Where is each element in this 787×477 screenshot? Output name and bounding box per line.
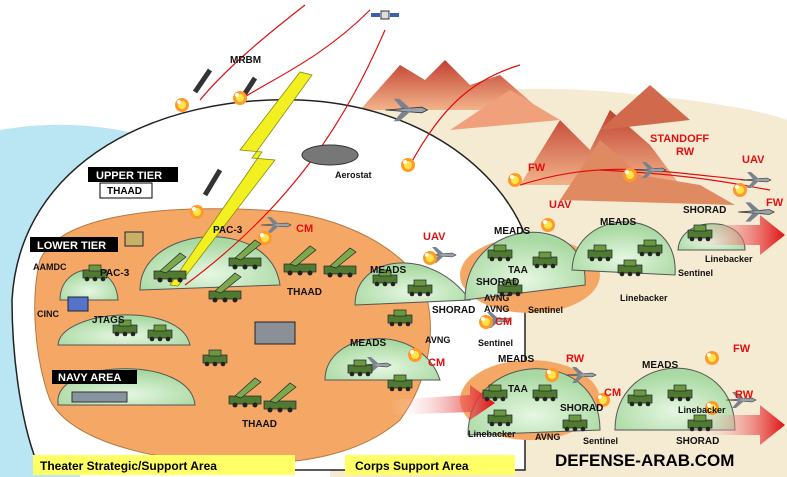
label-shorad-2: SHORAD — [476, 277, 519, 288]
label-corps-area: Corps Support Area — [355, 459, 469, 473]
label-uav-1: UAV — [423, 231, 446, 243]
label-meads-4: MEADS — [600, 217, 636, 228]
comm-lightning-bolt — [169, 71, 313, 287]
label-uav-2: UAV — [549, 199, 572, 211]
mountain-range — [360, 60, 735, 205]
label-fw-2: FW — [766, 197, 784, 209]
label-rw-2: RW — [566, 353, 585, 365]
label-avng-4: AVNG — [535, 432, 560, 442]
command-center-icon — [254, 321, 296, 345]
aerostat-icon — [301, 144, 359, 166]
label-linebacker-3: Linebacker — [468, 429, 516, 439]
label-meads-3: MEADS — [494, 226, 530, 237]
label-aamdc: AAMDC — [33, 262, 67, 272]
label-thaad-box: THAAD — [107, 186, 142, 197]
threat-direction-arrows — [390, 215, 785, 445]
label-thaad-mid: THAAD — [287, 287, 322, 298]
label-rw-1: RW — [676, 146, 695, 158]
label-meads-6: MEADS — [642, 360, 678, 371]
label-sentinel-3: Sentinel — [678, 268, 713, 278]
label-upper-tier: UPPER TIER — [96, 170, 162, 182]
diagram-labels: MRBM Aerostat UPPER TIER THAAD LOWER TIE… — [30, 55, 784, 447]
label-theater-area: Theater Strategic/Support Area — [40, 459, 217, 473]
label-linebacker-4: Linebacker — [678, 405, 726, 415]
label-fw-3: FW — [733, 343, 751, 355]
label-linebacker-2: Linebacker — [705, 254, 753, 264]
label-linebacker-1: Linebacker — [620, 293, 668, 303]
label-meads-2: MEADS — [350, 338, 386, 349]
label-standoff: STANDOFF — [650, 133, 709, 145]
label-cm-2: CM — [495, 316, 512, 328]
label-meads-5: MEADS — [498, 354, 534, 365]
label-shorad-1: SHORAD — [432, 305, 475, 316]
label-meads-1: MEADS — [370, 265, 406, 276]
watermark: DEFENSE-ARAB.COM — [555, 451, 734, 470]
label-pac3-left: PAC-3 — [100, 268, 130, 279]
label-navy-area: NAVY AREA — [58, 372, 121, 384]
satellite-icon — [371, 10, 399, 20]
label-lower-tier: LOWER TIER — [37, 240, 106, 252]
label-cinc: CINC — [37, 309, 59, 319]
navy-ship-icon — [71, 391, 128, 403]
label-avng-1: AVNG — [484, 304, 509, 314]
label-avng-2: AVNG — [425, 335, 450, 345]
label-sentinel-4: Sentinel — [583, 436, 618, 446]
label-taa-2: TAA — [508, 384, 528, 395]
label-mrbm: MRBM — [230, 55, 261, 66]
label-rw-3: RW — [735, 389, 754, 401]
label-uav-3: UAV — [742, 154, 765, 166]
label-aerostat: Aerostat — [335, 170, 372, 180]
label-sentinel-2: Sentinel — [478, 338, 513, 348]
cinc-building-icon — [67, 296, 89, 312]
label-avng-3: AVNG — [484, 293, 509, 303]
label-cm-4: CM — [604, 387, 621, 399]
theater-area-banner — [33, 455, 295, 475]
label-shorad-5: SHORAD — [676, 436, 719, 447]
label-taa-1: TAA — [508, 265, 528, 276]
label-cm-3: CM — [428, 357, 445, 369]
corps-area-banner — [345, 455, 515, 475]
label-sentinel-1: Sentinel — [528, 305, 563, 315]
aamdc-building-icon — [124, 231, 144, 247]
label-pac3-top: PAC-3 — [213, 225, 243, 236]
label-fw-1: FW — [528, 162, 546, 174]
label-shorad-4: SHORAD — [560, 403, 603, 414]
label-shorad-3: SHORAD — [683, 205, 726, 216]
label-thaad-bottom: THAAD — [242, 419, 277, 430]
label-cm-1: CM — [296, 223, 313, 235]
label-jtags: JTAGS — [92, 315, 125, 326]
